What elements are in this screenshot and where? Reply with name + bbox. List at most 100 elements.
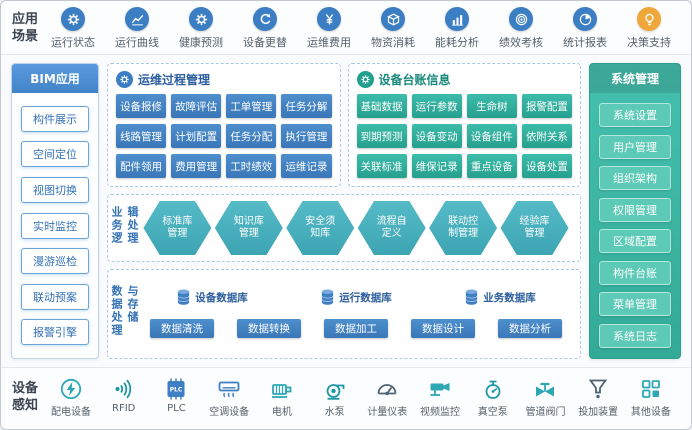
btn-alarm-configuration[interactable]: 报警配置: [521, 94, 572, 118]
btn-data-processing[interactable]: 数据加工: [324, 319, 388, 338]
btn-equipment-disposal[interactable]: 设备处置: [521, 154, 572, 178]
equipment-ledger-panel: 设备台账信息 基础数据 运行参数 生命树 报警配置 到期预测 设备变动 设备组件…: [347, 63, 581, 187]
btn-data-conversion[interactable]: 数据转换: [237, 319, 301, 338]
bim-panel: BIM应用 构件展示 空间定位 视图切换 实时监控 漫游巡检 联动预案 报警引擎: [11, 63, 99, 359]
btn-basic-data[interactable]: 基础数据: [356, 94, 407, 118]
device-item-vacuum-pump[interactable]: 真空泵: [467, 377, 519, 418]
sidebar-item-system-log[interactable]: 系统日志: [599, 323, 671, 348]
system-management-panel: 系统管理 系统设置 用户管理 组织架构 权限管理 区域配置 构件台账 菜单管理 …: [589, 63, 681, 359]
water-pump-icon: [323, 377, 347, 401]
app-item-equipment-replacement[interactable]: 设备更替: [237, 7, 293, 50]
gear-icon: [116, 71, 133, 88]
btn-related-standards[interactable]: 关联标准: [356, 154, 407, 178]
app-item-maintenance-cost[interactable]: 运维费用: [301, 7, 357, 50]
btn-equipment-components[interactable]: 设备组件: [466, 124, 517, 148]
btn-data-design[interactable]: 数据设计: [411, 319, 475, 338]
app-item-energy-analysis[interactable]: 能耗分析: [429, 7, 485, 50]
btn-plan-configuration[interactable]: 计划配置: [171, 124, 222, 148]
btn-device-repair[interactable]: 设备报修: [116, 94, 167, 118]
app-item-label: 运维费用: [307, 36, 351, 49]
hex-standard-library[interactable]: 标准库管理: [143, 201, 212, 255]
operation-database[interactable]: 运行数据库: [320, 288, 392, 306]
business-database[interactable]: 业务数据库: [464, 288, 536, 306]
sidebar-item-organization-structure[interactable]: 组织架构: [599, 166, 671, 191]
device-item-power-distribution[interactable]: 配电设备: [45, 377, 97, 418]
business-logic-label-wrap: 业务逻辑处理: [110, 199, 139, 257]
sidebar-item-component-display[interactable]: 构件展示: [21, 105, 89, 132]
btn-life-tree[interactable]: 生命树: [466, 94, 517, 118]
btn-data-cleaning[interactable]: 数据清洗: [150, 319, 214, 338]
btn-data-analysis[interactable]: 数据分析: [498, 319, 562, 338]
application-scenarios-bar: 应用场景 运行状态 运行曲线 健康预测 设备更替 运维费用: [1, 1, 691, 55]
gear-icon: [356, 71, 374, 88]
sidebar-item-component-ledger[interactable]: 构件台账: [599, 260, 671, 285]
device-item-plc[interactable]: PLC: [150, 377, 202, 418]
btn-maintenance-record[interactable]: 运维记录: [281, 154, 332, 178]
hex-safety-notice-library[interactable]: 安全须知库: [286, 201, 355, 255]
sidebar-item-alarm-engine[interactable]: 报警引擎: [21, 319, 89, 346]
app-item-performance-assessment[interactable]: 绩效考核: [493, 7, 549, 50]
btn-expiry-prediction[interactable]: 到期预测: [356, 124, 407, 148]
sidebar-item-menu-management[interactable]: 菜单管理: [599, 292, 671, 317]
sidebar-item-realtime-monitoring[interactable]: 实时监控: [21, 212, 89, 239]
btn-line-management[interactable]: 线路管理: [116, 124, 167, 148]
hex-linkage-control[interactable]: 联动控制管理: [429, 201, 498, 255]
device-item-pipe-valve[interactable]: 管道阀门: [519, 377, 571, 418]
equipment-ledger-title: 设备台账信息: [378, 73, 451, 87]
system-items: 系统设置 用户管理 组织架构 权限管理 区域配置 构件台账 菜单管理 系统日志: [590, 93, 680, 358]
btn-labor-performance[interactable]: 工时绩效: [226, 154, 277, 178]
app-item-run-status[interactable]: 运行状态: [45, 7, 101, 50]
business-logic-panel: 业务逻辑处理 标准库管理 知识库管理 安全须知库 流程自定义 联动控制管理 经验…: [107, 194, 581, 262]
hex-experience-library[interactable]: 经验库管理: [500, 201, 569, 255]
app-item-health-prediction[interactable]: 健康预测: [173, 7, 229, 50]
btn-dependency-relation[interactable]: 依附关系: [521, 124, 572, 148]
device-item-motor[interactable]: 电机: [256, 377, 308, 418]
device-item-water-pump[interactable]: 水泵: [309, 377, 361, 418]
btn-operating-parameters[interactable]: 运行参数: [411, 94, 462, 118]
device-item-label: 计量仪表: [367, 407, 408, 418]
app-item-run-curve[interactable]: 运行曲线: [109, 7, 165, 50]
camera-icon: [428, 377, 452, 401]
sidebar-item-spatial-positioning[interactable]: 空间定位: [21, 141, 89, 168]
btn-work-order-management[interactable]: 工单管理: [226, 94, 277, 118]
btn-execution-management[interactable]: 执行管理: [281, 124, 332, 148]
hex-process-customization[interactable]: 流程自定义: [357, 201, 426, 255]
device-perception-bar: 设备感知 配电设备 RFID PLC 空调设备 电机: [1, 367, 691, 429]
sidebar-item-user-management[interactable]: 用户管理: [599, 134, 671, 159]
app-item-statistical-report[interactable]: 统计报表: [557, 7, 613, 50]
device-item-dosing-device[interactable]: 投加装置: [572, 377, 624, 418]
device-item-label: 水泵: [324, 407, 345, 418]
btn-cost-management[interactable]: 费用管理: [171, 154, 222, 178]
sidebar-item-permission-management[interactable]: 权限管理: [599, 197, 671, 222]
btn-key-equipment[interactable]: 重点设备: [466, 154, 517, 178]
device-database[interactable]: 设备数据库: [176, 288, 248, 306]
app-item-material-consumption[interactable]: 物资消耗: [365, 7, 421, 50]
btn-parts-requisition[interactable]: 配件领用: [116, 154, 167, 178]
sidebar-item-roaming-inspection[interactable]: 漫游巡检: [21, 248, 89, 275]
sidebar-item-linkage-plan[interactable]: 联动预案: [21, 283, 89, 310]
btn-task-decomposition[interactable]: 任务分解: [281, 94, 332, 118]
line-chart-icon: [125, 7, 149, 31]
device-item-metering-instrument[interactable]: 计量仪表: [361, 377, 413, 418]
btn-equipment-change[interactable]: 设备变动: [411, 124, 462, 148]
sidebar-item-view-switching[interactable]: 视图切换: [21, 176, 89, 203]
bim-items: 构件展示 空间定位 视图切换 实时监控 漫游巡检 联动预案 报警引擎: [12, 93, 98, 358]
sidebar-item-system-settings[interactable]: 系统设置: [599, 103, 671, 128]
hex-knowledge-library[interactable]: 知识库管理: [214, 201, 283, 255]
middle-column: 运维过程管理 设备报修 故障评估 工单管理 任务分解 线路管理 计划配置 任务分…: [107, 63, 581, 359]
btn-maintenance-records[interactable]: 维保记录: [411, 154, 462, 178]
device-item-video-surveillance[interactable]: 视频监控: [414, 377, 466, 418]
sidebar-item-region-configuration[interactable]: 区域配置: [599, 229, 671, 254]
device-item-other-devices[interactable]: 其他设备: [625, 377, 677, 418]
btn-fault-assessment[interactable]: 故障评估: [171, 94, 222, 118]
database-label: 运行数据库: [339, 291, 392, 304]
device-item-label: 配电设备: [51, 407, 91, 418]
device-item-air-conditioner[interactable]: 空调设备: [203, 377, 255, 418]
device-item-rfid[interactable]: RFID: [98, 377, 150, 418]
database-row: 设备数据库 运行数据库 业务数据库: [140, 288, 572, 306]
btn-task-assignment[interactable]: 任务分配: [226, 124, 277, 148]
gear-icon: [189, 7, 213, 31]
application-scenarios-label: 应用场景: [11, 11, 38, 44]
app-item-decision-support[interactable]: 决策支持: [621, 7, 677, 50]
refresh-icon: [253, 7, 277, 31]
